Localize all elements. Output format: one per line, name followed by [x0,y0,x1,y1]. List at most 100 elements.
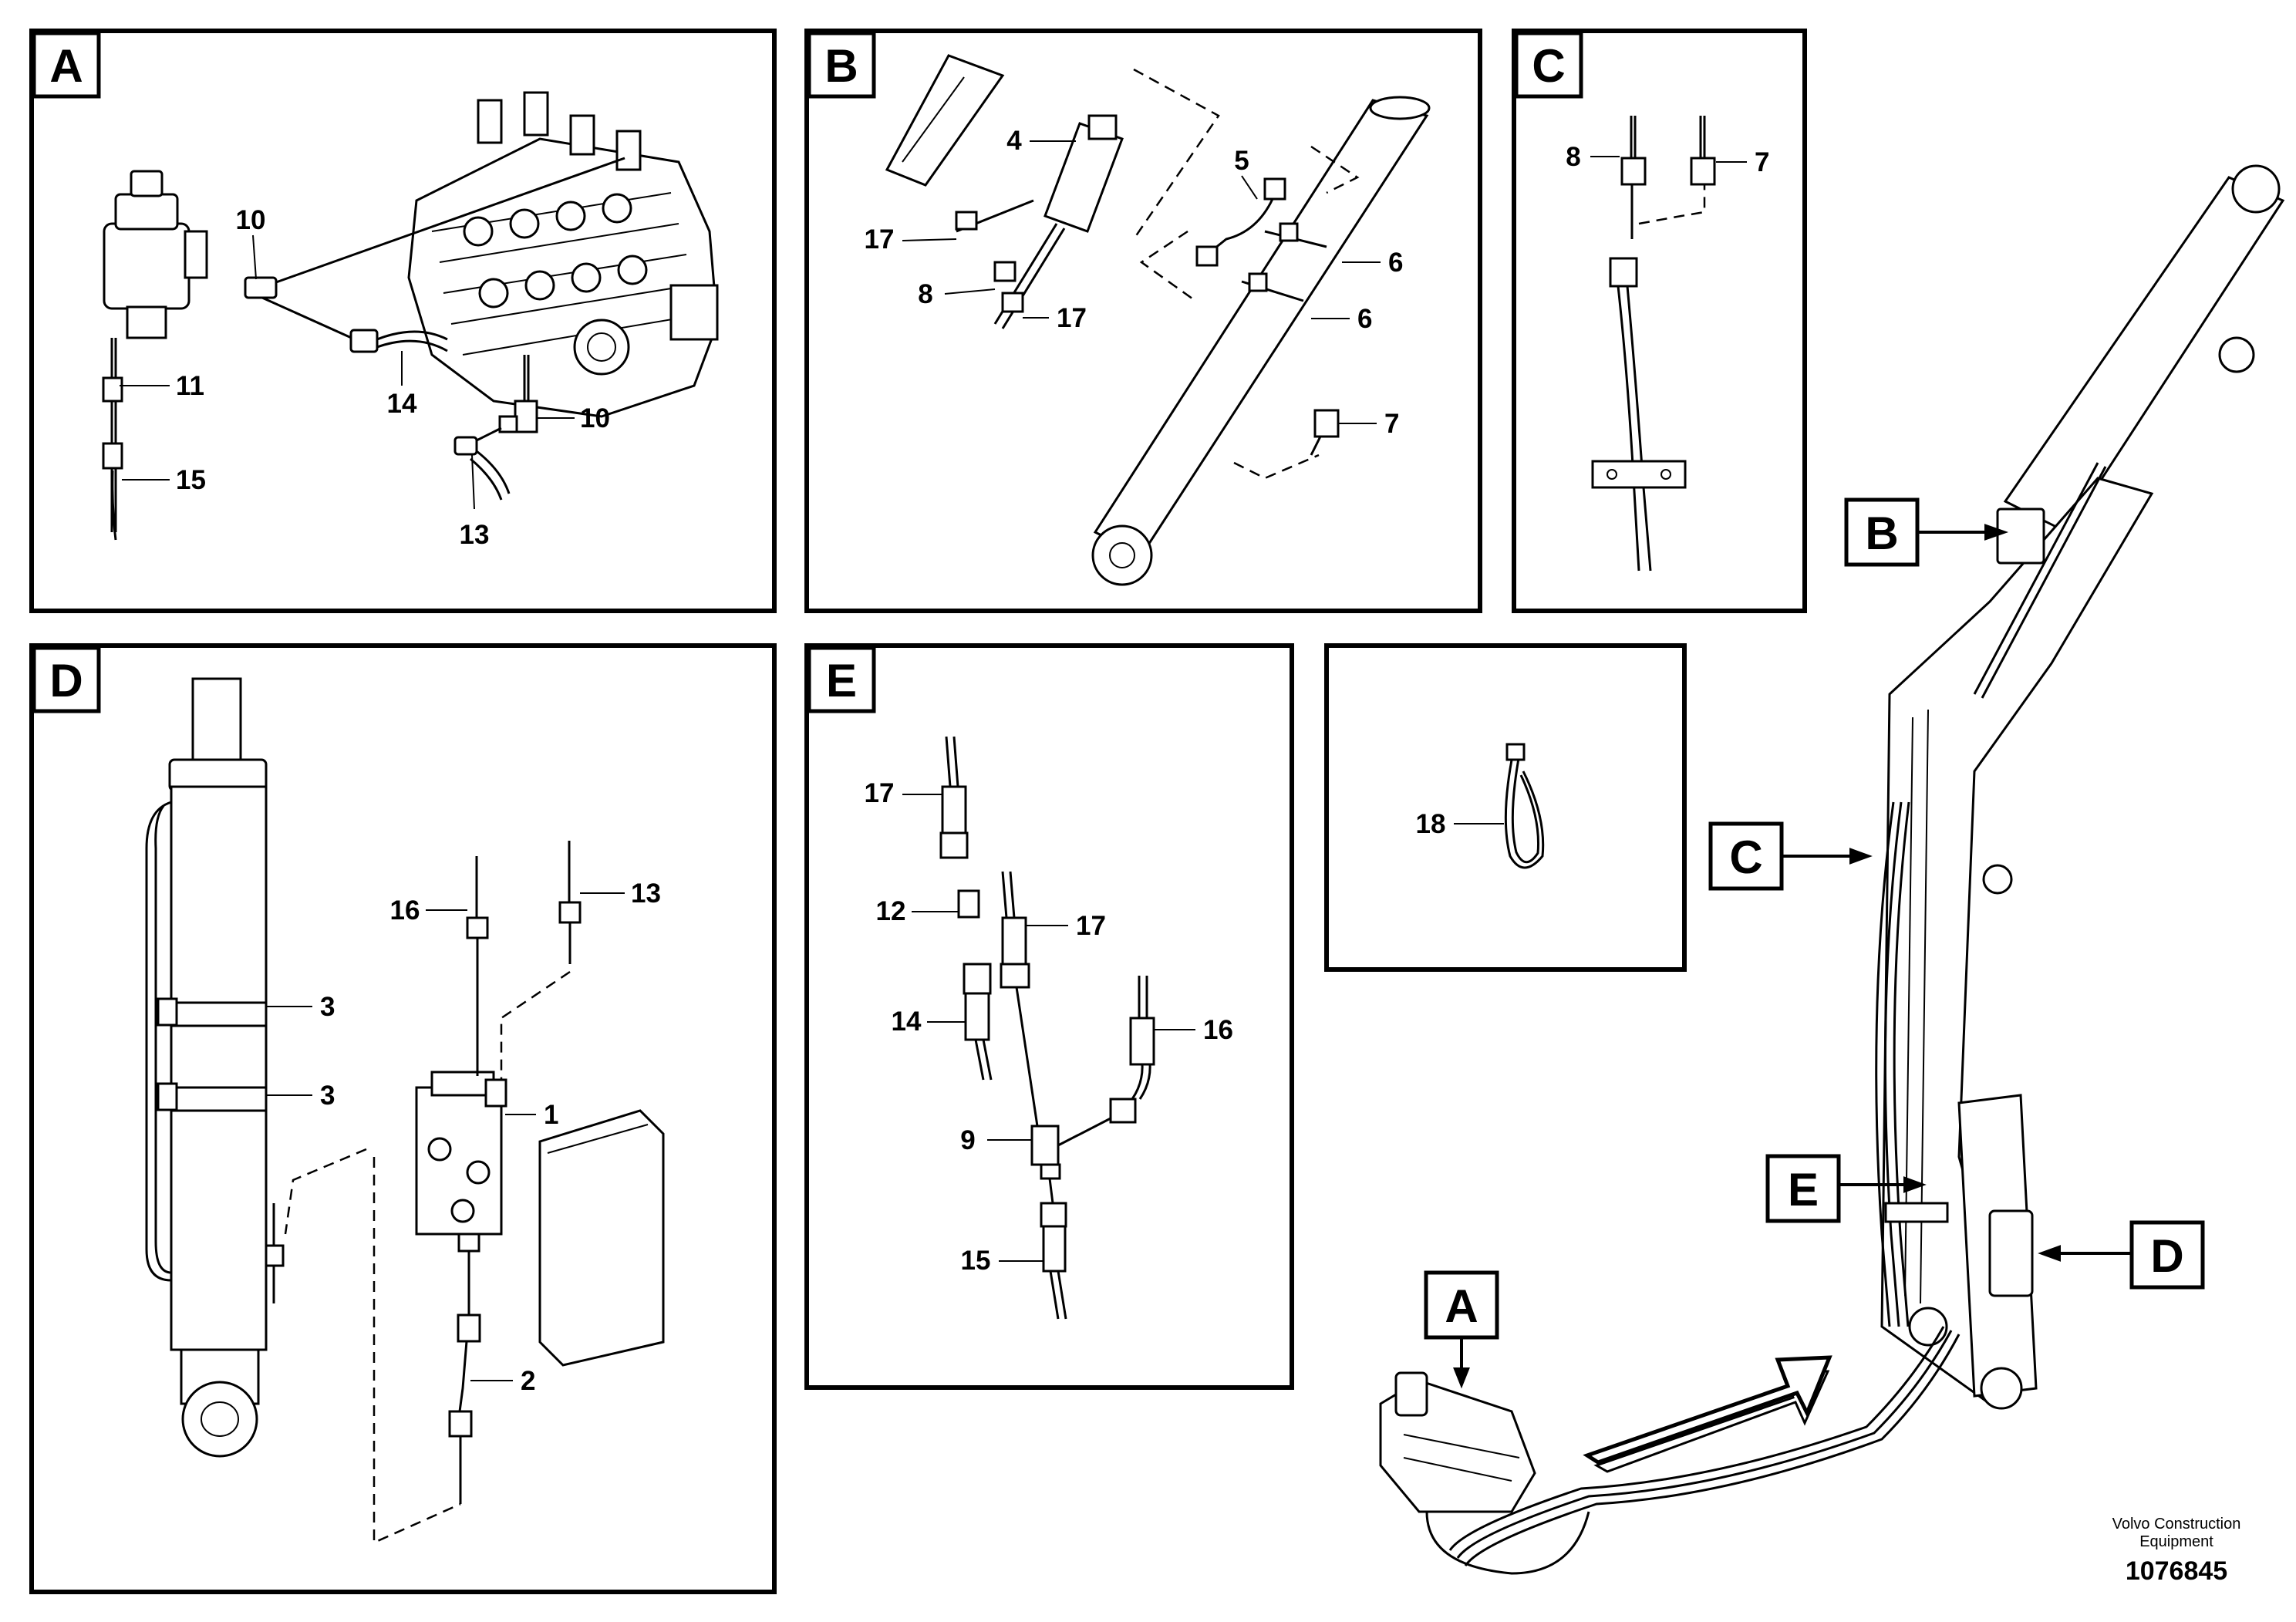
callout-8-c: 8 [1566,142,1620,172]
callout-15-e: 15 [961,1246,1043,1276]
cable-tie [1504,743,1545,869]
valve-guard [538,1109,665,1367]
flow-arrow-icon [1583,1355,1832,1473]
panel-d: D [29,643,777,1594]
panel-c-hoses [1591,116,1716,572]
svg-text:18: 18 [1416,809,1446,839]
callout-18: 18 [1416,809,1504,839]
svg-text:5: 5 [1234,146,1249,176]
callout-15-a: 15 [122,465,206,495]
svg-text:17: 17 [865,224,895,255]
overview-tag-c: C [1708,821,1873,891]
panel-d-tag: D [32,646,101,713]
svg-text:1: 1 [544,1100,558,1130]
callout-2: 2 [470,1366,535,1396]
callout-16-d: 16 [390,895,467,926]
svg-text:12: 12 [876,896,906,926]
callout-11: 11 [120,371,204,401]
svg-text:17: 17 [1076,911,1106,941]
callout-10-a: 10 [236,205,266,280]
svg-text:E: E [826,655,857,706]
svg-text:4: 4 [1006,126,1022,156]
svg-text:A: A [49,40,83,92]
callout-17-e2: 17 [1026,911,1106,941]
svg-text:10: 10 [236,205,266,235]
sensor-unit-b [955,114,1124,329]
callout-12: 12 [876,896,959,926]
svg-text:C: C [1729,831,1762,883]
callout-13-d: 13 [580,878,661,909]
svg-text:8: 8 [918,279,932,309]
panel-b: B [804,29,1482,613]
callout-9: 9 [960,1125,1032,1155]
svg-text:17: 17 [865,778,895,808]
svg-text:6: 6 [1388,248,1403,278]
callout-7-c: 7 [1716,147,1769,177]
svg-text:14: 14 [387,389,417,419]
svg-text:8: 8 [1566,142,1580,172]
overview-tag-a: A [1424,1270,1499,1389]
callout-3-a: 3 [266,992,335,1022]
overview-tag-b: B [1844,497,2009,567]
overview-tag-d: D [2038,1220,2205,1290]
document-number: 1076845 [2126,1556,2227,1586]
panel-e-tag: E [807,646,876,713]
boom-cylinder-b [1091,96,1431,586]
svg-text:10: 10 [580,403,610,433]
callout-14-a: 14 [387,351,417,419]
panel-e: E [804,643,1294,1390]
panel-b-tag: B [807,31,876,99]
valve-illustration [102,170,208,541]
callout-6-a: 6 [1342,248,1403,278]
svg-text:2: 2 [521,1366,535,1396]
guard-plate [885,54,1005,187]
svg-text:B: B [1865,508,1898,559]
svg-text:A: A [1445,1280,1478,1332]
svg-text:D: D [49,655,83,706]
publisher-footer: Volvo Construction Equipment 1076845 [2112,1516,2241,1586]
callout-3-b: 3 [266,1081,335,1111]
load-hold-valve [415,1071,507,1253]
svg-text:C: C [1532,40,1565,92]
publisher-name: Volvo Construction [2112,1516,2241,1533]
callout-17-b2: 17 [1023,303,1087,333]
hose-5 [1195,177,1286,267]
overview-tag-e: E [1765,1154,1927,1223]
callout-4: 4 [1006,126,1076,156]
panel-a: A [29,29,777,613]
panel-e-hoses [939,736,1155,1320]
panel-a-tag: A [32,31,101,99]
svg-text:9: 9 [960,1125,975,1155]
panel-c-tag: C [1514,31,1583,99]
svg-text:11: 11 [176,371,204,401]
svg-text:7: 7 [1384,409,1399,439]
panel-d-hoses [284,841,582,1544]
callout-1: 1 [505,1100,558,1130]
callout-17-b1: 17 [865,224,957,255]
svg-text:15: 15 [961,1246,991,1276]
svg-text:16: 16 [1203,1015,1233,1045]
control-valve-block [407,91,719,418]
stick-cylinder-d [145,677,285,1458]
svg-text:D: D [2150,1230,2183,1282]
svg-text:3: 3 [320,1081,335,1111]
callout-6-b: 6 [1311,304,1372,334]
callout-7-b: 7 [1338,409,1399,439]
publisher-name-line2: Equipment [2139,1533,2213,1550]
svg-text:14: 14 [892,1007,922,1037]
callout-13-a: 13 [460,454,489,550]
svg-text:16: 16 [390,895,420,926]
panel-c: C 8 7 [1512,29,1807,613]
panel-a-hoses [244,157,625,501]
svg-text:3: 3 [320,992,335,1022]
callout-8-b: 8 [918,279,996,309]
callout-16-e: 16 [1154,1015,1233,1045]
svg-text:7: 7 [1755,147,1769,177]
overview-machine [1379,164,2285,1575]
svg-text:6: 6 [1357,304,1372,334]
svg-text:17: 17 [1057,303,1087,333]
svg-text:E: E [1788,1164,1819,1216]
svg-text:15: 15 [176,465,206,495]
callout-10-b: 10 [537,403,610,433]
callout-5: 5 [1234,146,1258,200]
